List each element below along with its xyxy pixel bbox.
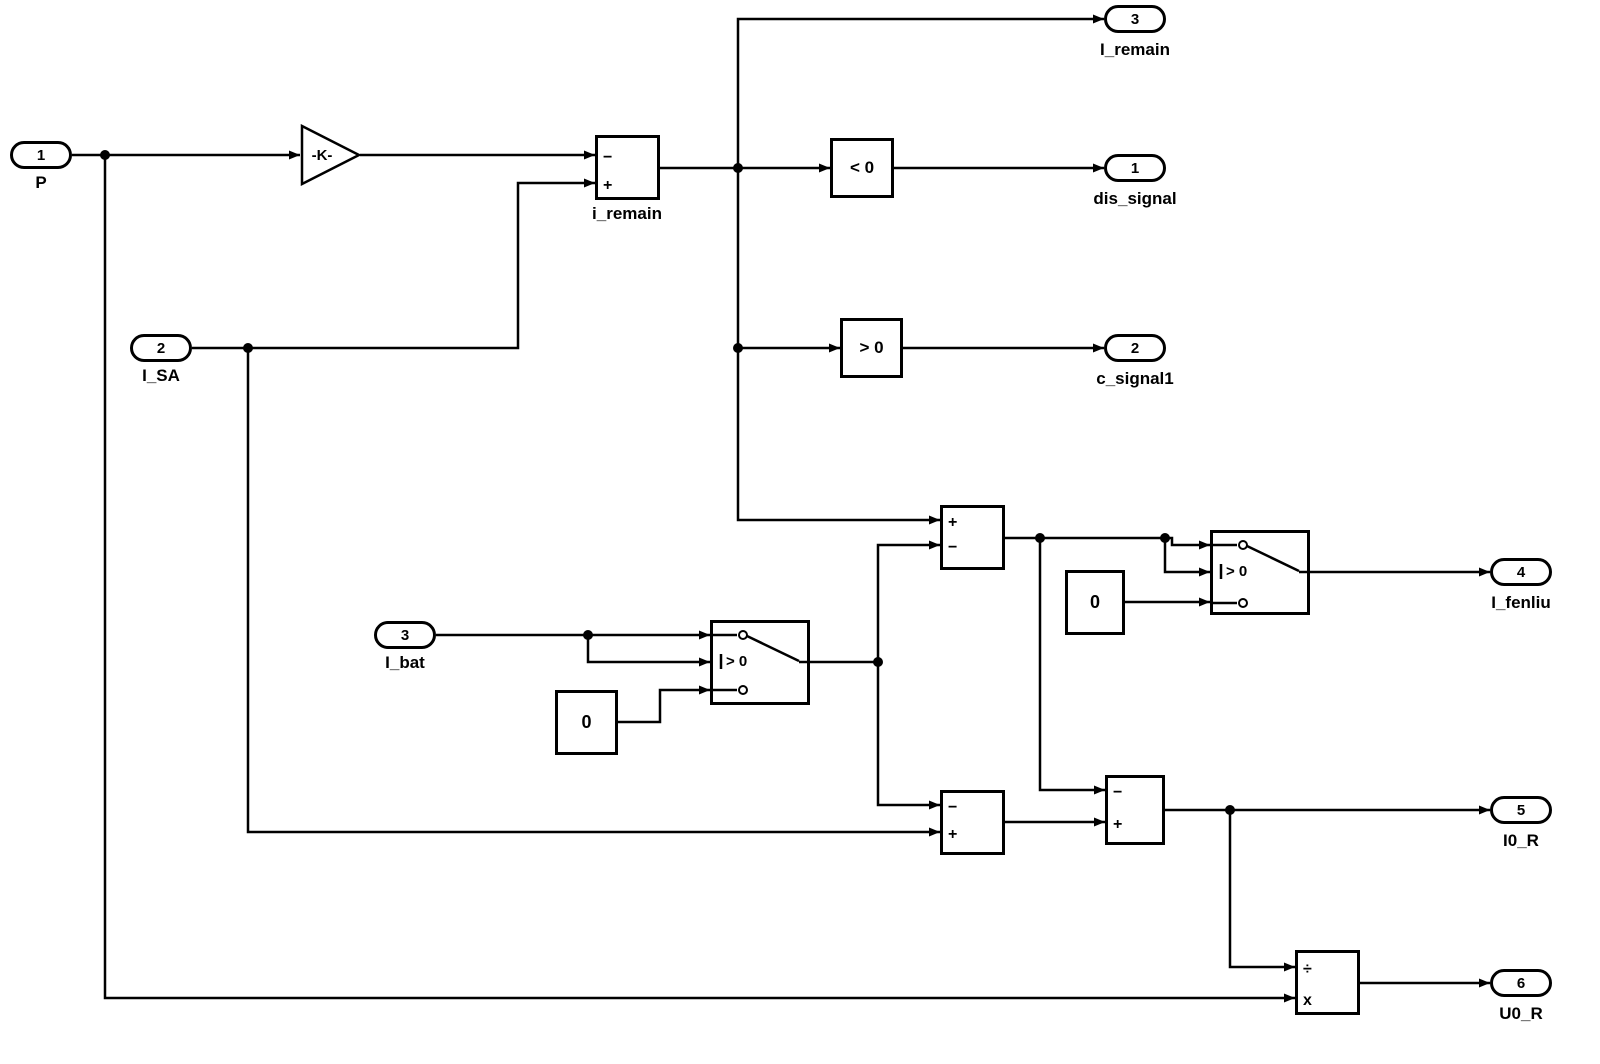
constant-zero-fenliu-block[interactable]: 0 xyxy=(1065,570,1125,635)
gain-label: -K- xyxy=(311,146,333,164)
outport-i0-r-label: I0_R xyxy=(1503,831,1539,850)
wire xyxy=(876,662,940,810)
compare-lt-zero-label: < 0 xyxy=(849,158,875,177)
wire xyxy=(586,635,710,667)
outport-i-remain-number: 3 xyxy=(1130,10,1140,28)
outport-u0-r-number: 6 xyxy=(1516,974,1526,992)
gain-triangle-icon xyxy=(300,123,362,187)
switch-bat-threshold-label: > 0 xyxy=(726,653,748,670)
outport-i-remain[interactable]: 3 xyxy=(1104,5,1166,33)
divide-block[interactable]: ÷ x xyxy=(1295,950,1360,1015)
sum-block-i-remain[interactable]: − + xyxy=(595,135,660,200)
compare-lt-zero-block[interactable]: < 0 xyxy=(830,138,894,198)
plus-sign: + xyxy=(948,826,958,843)
outport-i-fenliu-label: I_fenliu xyxy=(1491,593,1551,612)
wire xyxy=(736,348,940,525)
junction-dot xyxy=(1035,533,1045,543)
junction-dot xyxy=(733,343,743,353)
inport-i-bat-number: 3 xyxy=(400,626,410,644)
minus-sign: − xyxy=(1113,784,1123,801)
compare-gt-zero-block[interactable]: > 0 xyxy=(840,318,903,378)
wire xyxy=(736,168,840,353)
switch-fenliu-threshold-label: > 0 xyxy=(1226,563,1248,580)
inport-i-bat-label: I_bat xyxy=(385,653,425,672)
outport-i-fenliu-number: 4 xyxy=(1516,563,1526,581)
switch-block-fenliu[interactable]: > 0 xyxy=(1210,530,1310,615)
minus-sign: − xyxy=(948,539,958,556)
junction-dot xyxy=(243,343,253,353)
inport-p-number: 1 xyxy=(36,146,46,164)
junction-dot xyxy=(1160,533,1170,543)
junction-dot xyxy=(873,657,883,667)
junction-dot xyxy=(1225,805,1235,815)
minus-sign: − xyxy=(603,149,613,166)
sum-i-remain-name-label: i_remain xyxy=(592,204,662,223)
inport-p-label: P xyxy=(35,173,47,192)
outport-u0-r[interactable]: 6 xyxy=(1490,969,1552,997)
constant-zero-bat-block[interactable]: 0 xyxy=(555,690,618,755)
outport-c-signal1-number: 2 xyxy=(1130,339,1140,357)
outport-dis-signal-number: 1 xyxy=(1130,159,1140,177)
switch-glyph-icon xyxy=(713,630,807,695)
outport-u0-r-label: U0_R xyxy=(1499,1004,1543,1023)
multiply-sign: x xyxy=(1303,992,1312,1009)
plus-sign: + xyxy=(948,514,958,531)
wire xyxy=(1005,536,1210,550)
junction-dot xyxy=(583,630,593,640)
outport-i0-r-number: 5 xyxy=(1516,801,1526,819)
switch-block-bat[interactable]: > 0 xyxy=(710,620,810,705)
junction-dot xyxy=(100,150,110,160)
inport-i-sa[interactable]: 2 xyxy=(130,334,192,362)
wire xyxy=(810,540,940,664)
outport-c-signal1-label: c_signal1 xyxy=(1096,369,1174,388)
wire xyxy=(103,155,1295,1003)
outport-dis-signal-label: dis_signal xyxy=(1093,189,1177,208)
minus-sign: − xyxy=(948,799,958,816)
wire xyxy=(1038,538,1105,795)
plus-sign: + xyxy=(1113,816,1123,833)
sum-block-i0r[interactable]: − + xyxy=(1105,775,1165,845)
compare-gt-zero-label: > 0 xyxy=(859,338,884,357)
wire xyxy=(1228,810,1295,972)
outport-i-remain-label: I_remain xyxy=(1100,40,1170,59)
sum-block-fenliu[interactable]: + − xyxy=(940,505,1005,570)
inport-i-sa-label: I_SA xyxy=(142,366,180,385)
gain-block[interactable]: -K- xyxy=(300,123,362,187)
outport-i0-r[interactable]: 5 xyxy=(1490,796,1552,824)
constant-zero-bat-value: 0 xyxy=(581,712,592,732)
constant-zero-fenliu-value: 0 xyxy=(1089,592,1100,612)
wire xyxy=(736,14,1104,168)
outport-i-fenliu[interactable]: 4 xyxy=(1490,558,1552,586)
wire xyxy=(1163,538,1210,577)
inport-i-sa-number: 2 xyxy=(156,339,166,357)
wire xyxy=(192,178,595,350)
inport-i-bat[interactable]: 3 xyxy=(374,621,436,649)
switch-glyph-icon xyxy=(1213,540,1307,608)
wire xyxy=(618,685,710,724)
junction-dot xyxy=(733,163,743,173)
sum-block-isa[interactable]: − + xyxy=(940,790,1005,855)
plus-sign: + xyxy=(603,177,613,194)
outport-c-signal1[interactable]: 2 xyxy=(1104,334,1166,362)
inport-p[interactable]: 1 xyxy=(10,141,72,169)
divide-sign: ÷ xyxy=(1303,961,1312,978)
wire xyxy=(246,348,940,837)
outport-dis-signal[interactable]: 1 xyxy=(1104,154,1166,182)
